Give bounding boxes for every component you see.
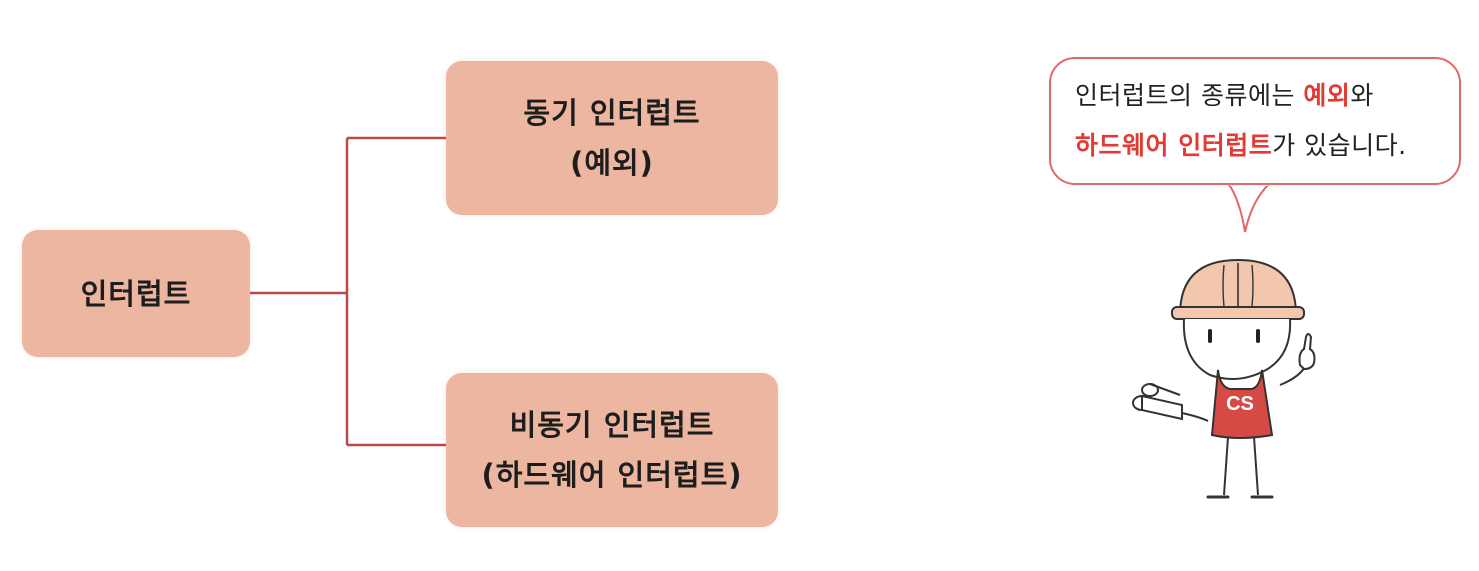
sync-interrupt-node: 동기 인터럽트 (예외) (446, 61, 778, 215)
speech-bubble: 인터럽트의 종류에는 예외와 하드웨어 인터럽트가 있습니다. (1049, 57, 1461, 185)
mascot-legs (1206, 436, 1274, 499)
speech-text-part3: 가 있습니다. (1272, 131, 1407, 160)
sync-node-subtitle: (예외) (570, 146, 654, 180)
shirt-logo-text: CS (1226, 393, 1254, 415)
speech-line-2: 하드웨어 인터럽트가 있습니다. (1075, 121, 1459, 171)
helmet-icon (1171, 258, 1305, 320)
async-node-subtitle: (하드웨어 인터럽트) (481, 458, 743, 492)
async-interrupt-node: 비동기 인터럽트 (하드웨어 인터럽트) (446, 373, 778, 527)
mascot-shirt: CS (1210, 369, 1274, 439)
async-node-title: 비동기 인터럽트 (509, 408, 715, 442)
root-node-label: 인터럽트 (80, 276, 192, 311)
sync-node-title: 동기 인터럽트 (523, 96, 701, 130)
cs-mascot-illustration: CS (1132, 258, 1316, 499)
speech-line-1: 인터럽트의 종류에는 예외와 (1075, 71, 1459, 121)
speech-text-part1: 인터럽트의 종류에는 (1075, 81, 1304, 110)
interrupt-root-node: 인터럽트 (22, 230, 250, 357)
face (1182, 318, 1292, 380)
pointing-hand-icon (1279, 333, 1316, 386)
speech-text-part2: 와 (1350, 81, 1374, 110)
speech-highlight-hardware-interrupt: 하드웨어 인터럽트 (1075, 131, 1273, 160)
speech-highlight-exception: 예외 (1303, 81, 1351, 110)
rolled-paper-icon (1132, 383, 1209, 422)
